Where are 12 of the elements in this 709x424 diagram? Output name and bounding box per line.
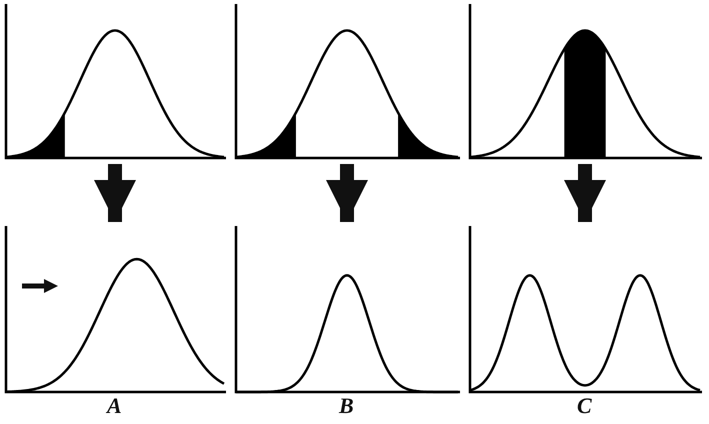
- bell-curve-drawing: [234, 4, 460, 160]
- bell-curve-drawing: [234, 226, 460, 394]
- panel-letter: C: [577, 395, 592, 417]
- bell-curve-drawing: [468, 4, 702, 160]
- arrow: [94, 164, 136, 222]
- arrow: [326, 164, 368, 222]
- arrow: [564, 164, 606, 222]
- panel-letter: B: [339, 395, 354, 417]
- bell-curve-drawing: [4, 226, 226, 394]
- bell-curve-drawing: [468, 226, 702, 394]
- panel-letter: A: [107, 395, 122, 417]
- bell-curve-drawing: [4, 4, 226, 160]
